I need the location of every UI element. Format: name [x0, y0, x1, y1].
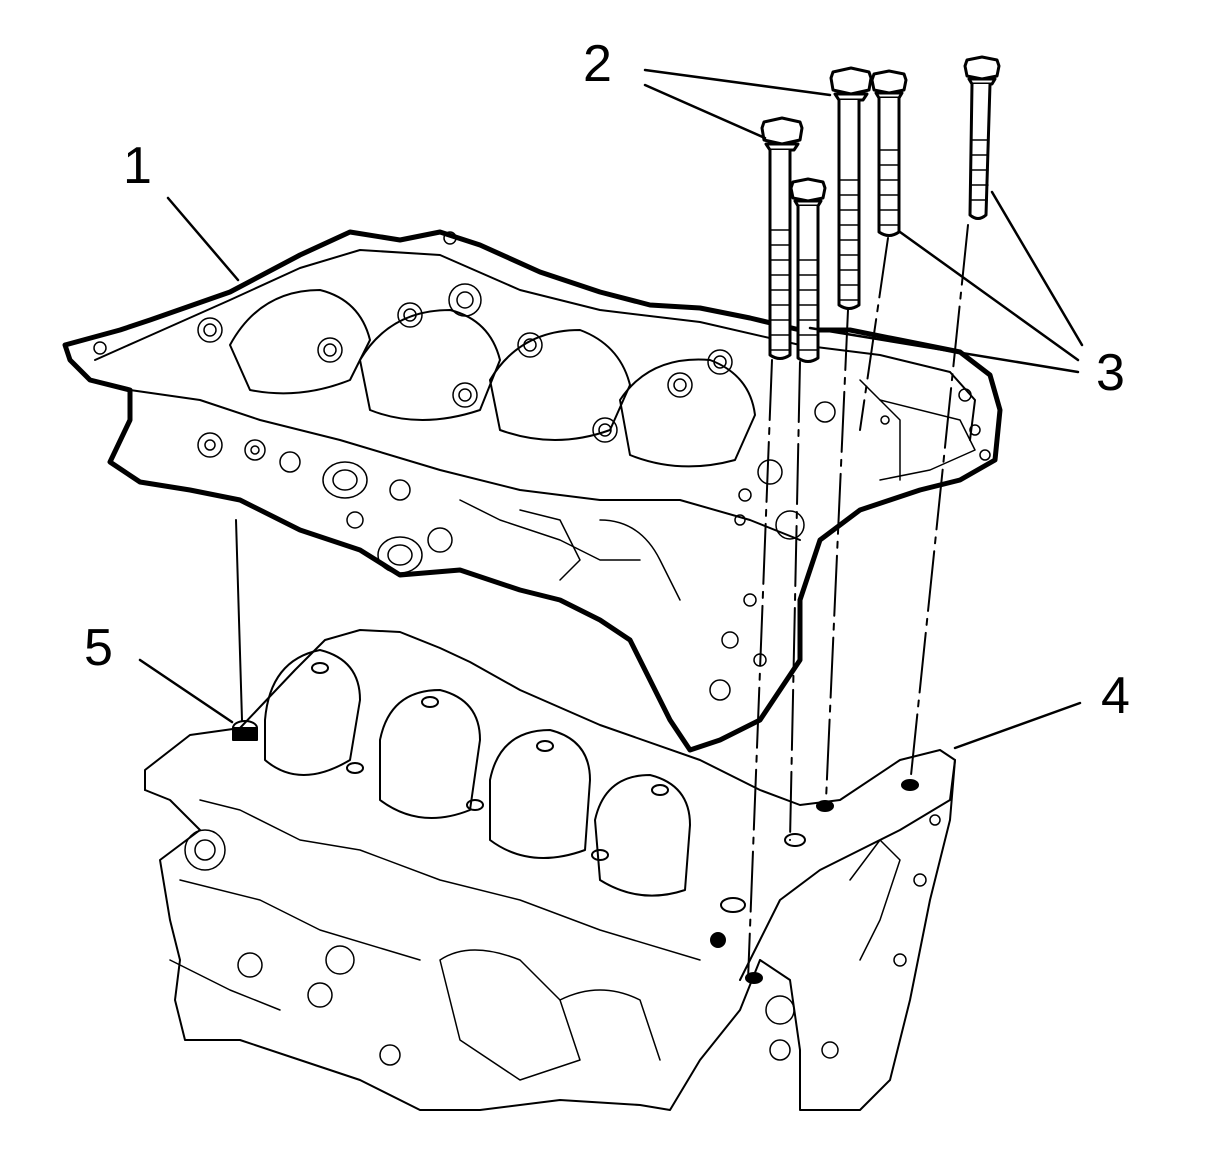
leader-4	[953, 701, 1082, 750]
bolt-3a	[789, 177, 827, 363]
bearing-saddle-1	[264, 649, 361, 776]
cylinder-block-front	[144, 789, 761, 1111]
bedplate-side-details	[197, 379, 991, 701]
leader-3b	[898, 230, 1080, 362]
bedplate-deck	[94, 249, 976, 441]
bedplate-bore-2	[359, 309, 501, 421]
cylinder-block-side	[759, 759, 956, 1111]
bolt-2b	[829, 66, 873, 310]
callout-4: 4	[1101, 667, 1130, 725]
callout-3: 3	[1096, 344, 1125, 402]
bedplate-deck-edge	[129, 389, 801, 541]
bedplate-bore-1	[229, 289, 371, 395]
bearing-saddle-3	[489, 729, 591, 859]
alignment-line-bolt-2a	[747, 359, 773, 981]
alignment-line-bolt-2b	[825, 309, 849, 801]
bolt-3c	[963, 55, 1001, 220]
alignment-line-bolt-3a	[789, 361, 801, 841]
leader-2a	[643, 68, 832, 97]
bedplate-outline	[62, 229, 1003, 753]
alignment-line-dowel	[235, 519, 243, 721]
leader-3a	[808, 326, 1080, 374]
bedplate-bore-4	[619, 358, 756, 468]
bearing-saddle-4	[594, 774, 691, 897]
bolt-3b	[870, 69, 908, 237]
callout-2: 2	[583, 35, 612, 93]
cylinder-block	[144, 629, 956, 1111]
bolt-2a	[760, 116, 804, 360]
bearing-saddle-2	[379, 689, 481, 819]
leader-5	[138, 658, 234, 724]
bolts	[760, 55, 1001, 363]
leader-1	[166, 196, 240, 282]
leader-3c	[990, 190, 1084, 347]
callout-1: 1	[123, 137, 152, 195]
cylinder-block-details	[169, 799, 941, 1081]
bedplate-bosses	[93, 231, 836, 540]
callout-5: 5	[84, 619, 113, 677]
leader-2b	[643, 83, 767, 140]
cylinder-block-deck	[144, 629, 956, 981]
alignment-lines	[235, 224, 969, 981]
leader-lines	[138, 68, 1084, 750]
alignment-line-bolt-3c	[909, 224, 969, 786]
dowel-pins	[232, 662, 919, 984]
alignment-line-bolt-3b	[859, 237, 889, 431]
bedplate	[62, 229, 1003, 753]
bedplate-bore-3	[489, 329, 631, 441]
